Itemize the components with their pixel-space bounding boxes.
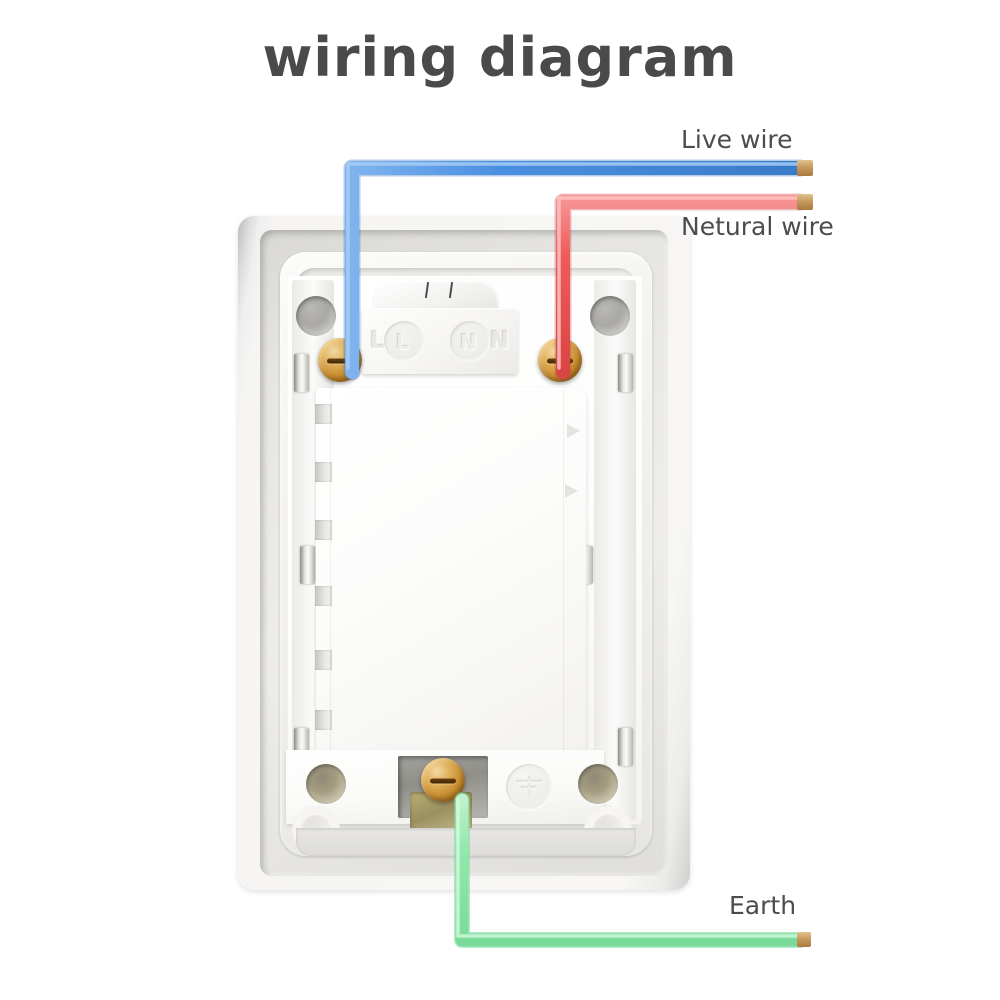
- earth-wire-label: Earth: [729, 891, 797, 920]
- socket-body-panel: [315, 388, 586, 756]
- neutral-wire: [554, 193, 813, 381]
- terminal-emboss-neutral: [450, 321, 490, 361]
- mounting-hole-top-left: [296, 296, 336, 336]
- panel-notch: [315, 404, 332, 424]
- panel-arrow-mark: [567, 424, 580, 438]
- screw-slot: [430, 778, 456, 784]
- page-title: wiring diagram: [262, 26, 738, 89]
- metal-clip-mid-left: [300, 546, 315, 584]
- terminal-letter-live: L: [370, 328, 385, 354]
- mounting-hole-bottom-left: [306, 764, 346, 804]
- live-wire: [343, 159, 813, 381]
- metal-clip-top-left: [294, 354, 309, 392]
- neutral-wire-tip: [797, 194, 813, 210]
- earth-ground-symbol-icon: [506, 764, 552, 810]
- panel-notch: [315, 650, 332, 670]
- panel-notch: [315, 520, 332, 540]
- panel-notch: [315, 710, 332, 730]
- terminal-letter-neutral: N: [490, 328, 510, 354]
- metal-clip-top-right: [618, 354, 633, 392]
- panel-seam: [563, 388, 564, 756]
- panel-seam: [330, 388, 331, 756]
- screw-slot: [327, 358, 353, 364]
- terminal-emboss-live: [384, 321, 424, 361]
- panel-notch: [315, 462, 332, 482]
- terminal-glyph-live: L: [396, 330, 409, 354]
- mounting-hole-bottom-right: [578, 764, 618, 804]
- earth-wire-tip: [797, 932, 811, 947]
- mounting-hole-top-right: [590, 296, 630, 336]
- live-wire-tip: [797, 160, 813, 176]
- earth-wire: [454, 792, 811, 948]
- panel-notch: [315, 586, 332, 606]
- terminal-glyph-neutral: N: [460, 330, 477, 354]
- wall-socket-faceplate: L L N N: [238, 216, 690, 890]
- panel-arrow-mark: [565, 484, 578, 498]
- terminal-block: L L N N: [362, 308, 518, 374]
- neutral-wire-label: Netural wire: [681, 212, 834, 241]
- live-wire-label: Live wire: [681, 125, 793, 154]
- metal-clip-bottom-right: [618, 728, 633, 766]
